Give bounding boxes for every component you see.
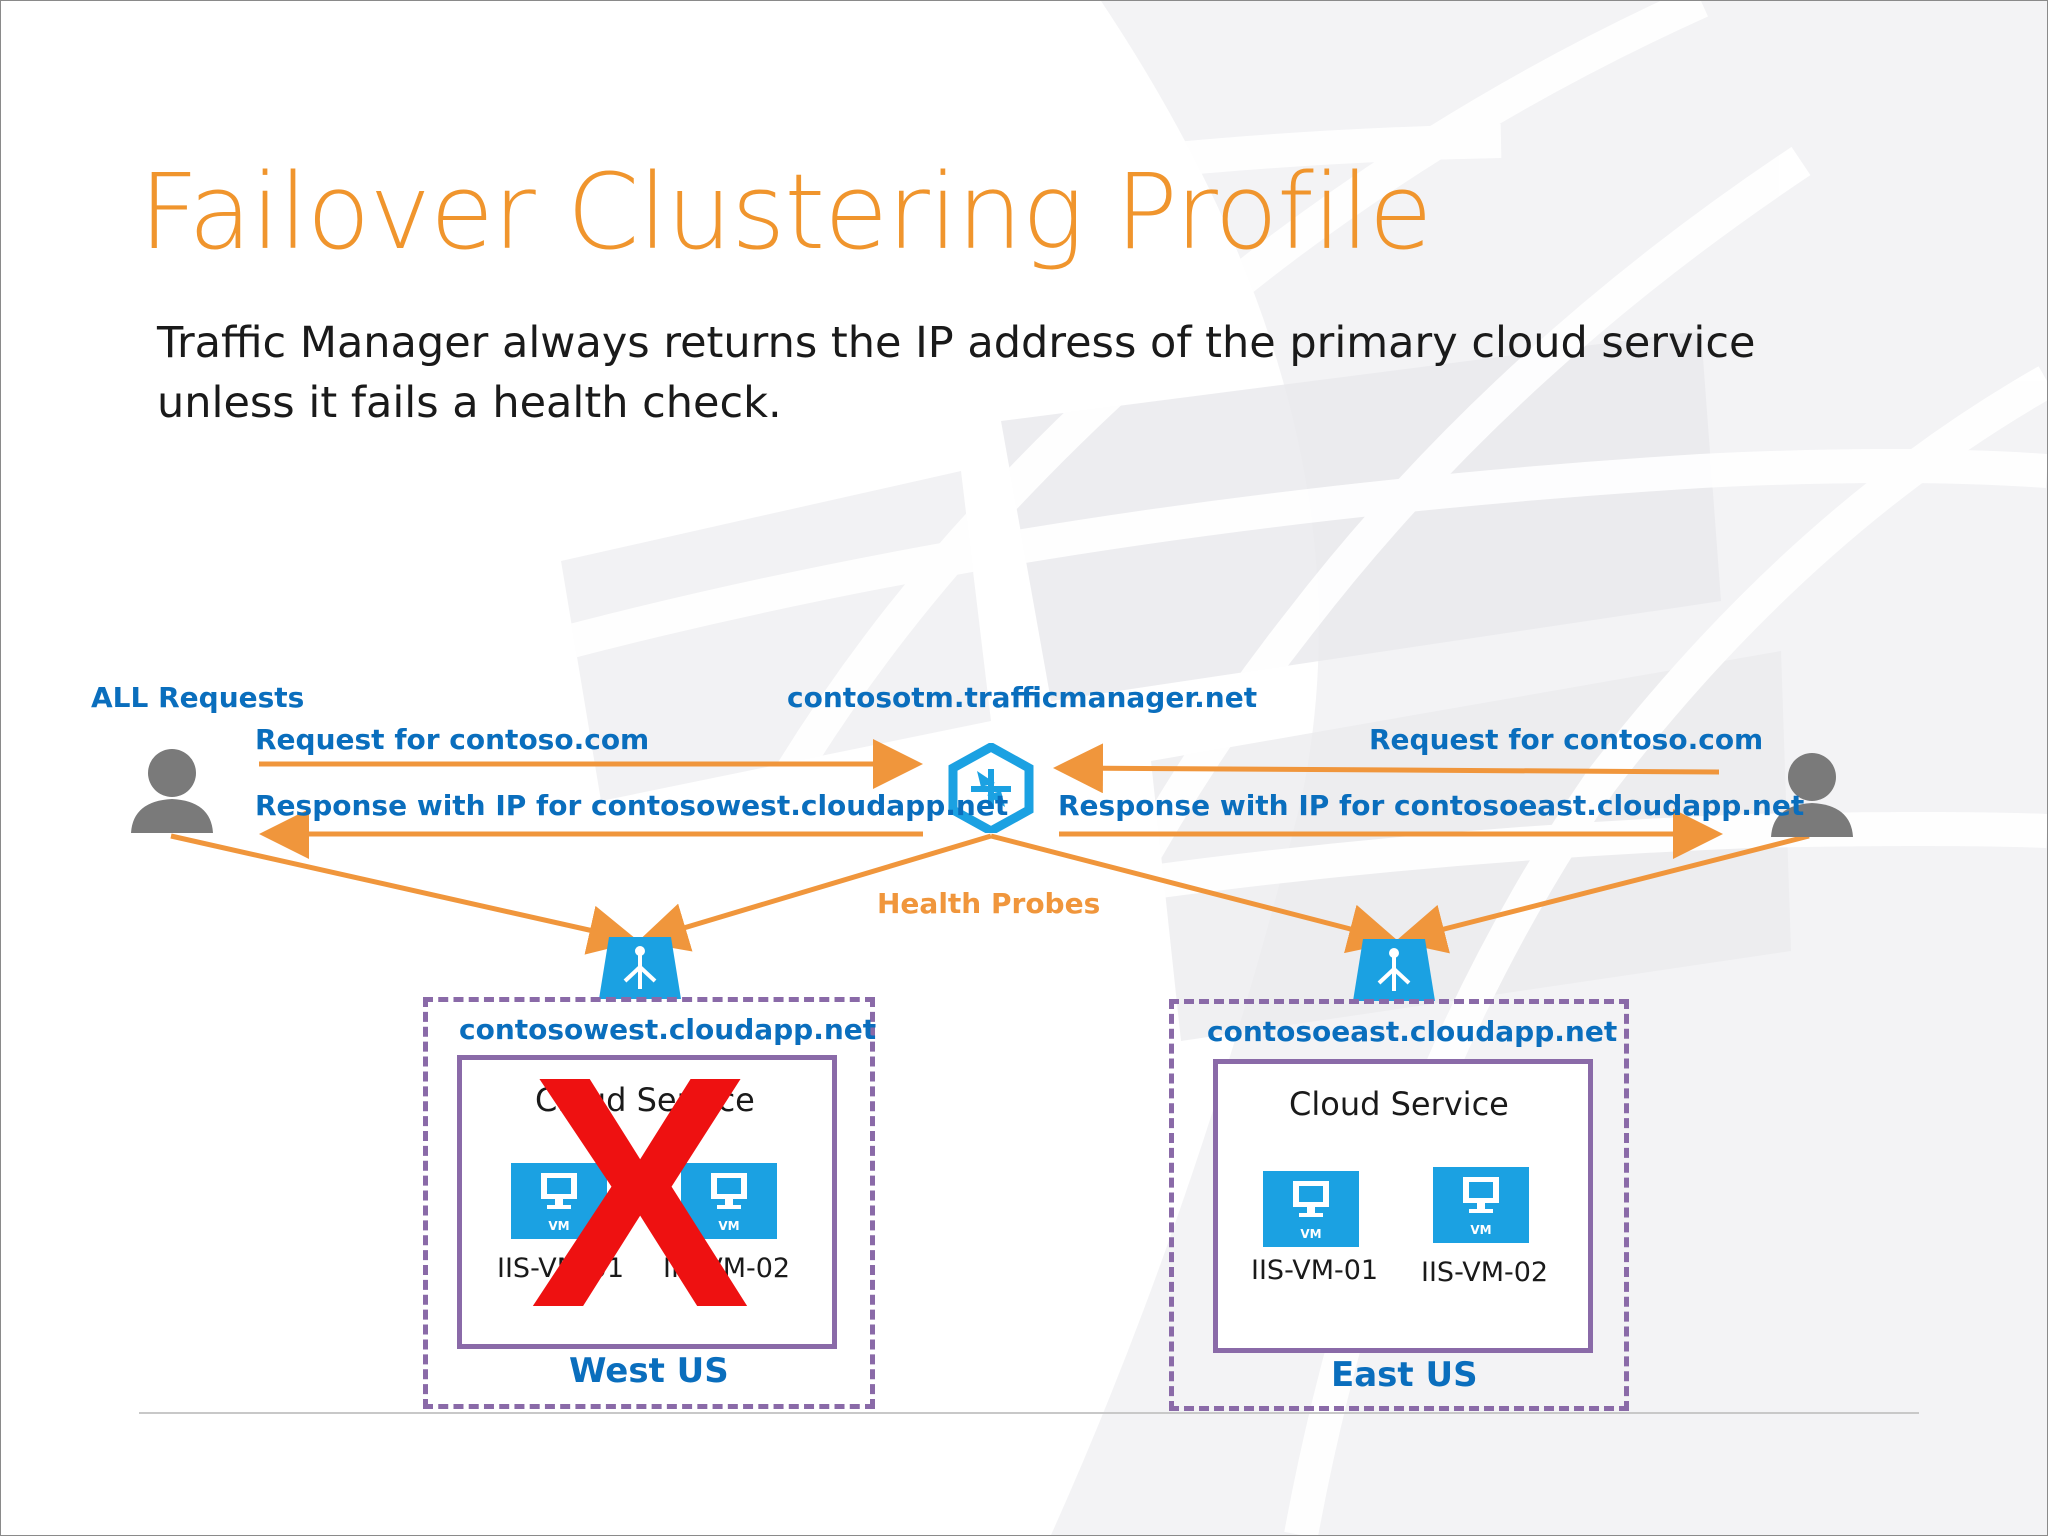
west-load-balancer-icon	[599, 937, 681, 999]
east-load-balancer-icon	[1353, 939, 1435, 1001]
right-request-label: Request for contoso.com	[1369, 723, 1764, 756]
east-vm1-label: IIS-VM-01	[1251, 1255, 1379, 1286]
west-vm1-label: IIS-VM-01	[497, 1253, 625, 1284]
west-vm2-badge: VM	[718, 1219, 739, 1233]
all-requests-label: ALL Requests	[91, 681, 305, 714]
tm-to-west-probe-arrow	[637, 833, 992, 952]
east-vm2-label: IIS-VM-02	[1421, 1257, 1549, 1288]
left-user-to-west-arrow	[170, 833, 639, 955]
east-vm1-icon: VM	[1263, 1171, 1359, 1247]
west-vm2-label: IIS-VM-02	[663, 1253, 791, 1284]
left-request-label: Request for contoso.com	[255, 723, 650, 756]
right-user-to-east-arrow	[1395, 833, 1810, 954]
east-region-box	[1169, 999, 1629, 1411]
east-region-label: East US	[1331, 1355, 1478, 1395]
slide-title: Failover Clustering Profile	[139, 151, 1433, 273]
right-response-label: Response with IP for contosoeast.cloudap…	[1058, 789, 1805, 822]
east-vm2-badge: VM	[1470, 1223, 1491, 1237]
traffic-manager-icon	[948, 743, 1034, 833]
west-dns-label: contosowest.cloudapp.net	[459, 1013, 877, 1046]
east-vm2-icon: VM	[1433, 1167, 1529, 1243]
east-dns-label: contosoeast.cloudapp.net	[1207, 1015, 1618, 1048]
health-probes-label: Health Probes	[877, 887, 1101, 920]
west-cloud-service-label: Cloud Service	[535, 1081, 755, 1119]
left-user-icon	[131, 749, 213, 833]
right-request-arrow	[1053, 743, 1720, 794]
west-vm1-icon: VM	[511, 1163, 607, 1239]
west-region-box	[423, 997, 875, 1409]
west-failure-x-mark: X	[529, 1007, 751, 1376]
west-vm2-icon: VM	[681, 1163, 777, 1239]
traffic-manager-dns-label: contosotm.trafficmanager.net	[787, 681, 1258, 714]
west-region-label: West US	[569, 1351, 729, 1391]
left-response-label: Response with IP for contosowest.cloudap…	[255, 789, 1009, 822]
footer-divider	[139, 1412, 1919, 1414]
slide-subtitle: Traffic Manager always returns the IP ad…	[157, 318, 1756, 428]
tm-to-east-probe-arrow	[990, 833, 1399, 954]
west-vm1-badge: VM	[548, 1219, 569, 1233]
east-vm1-badge: VM	[1300, 1227, 1321, 1241]
east-cloud-service-label: Cloud Service	[1289, 1085, 1509, 1123]
right-user-icon	[1771, 753, 1853, 837]
